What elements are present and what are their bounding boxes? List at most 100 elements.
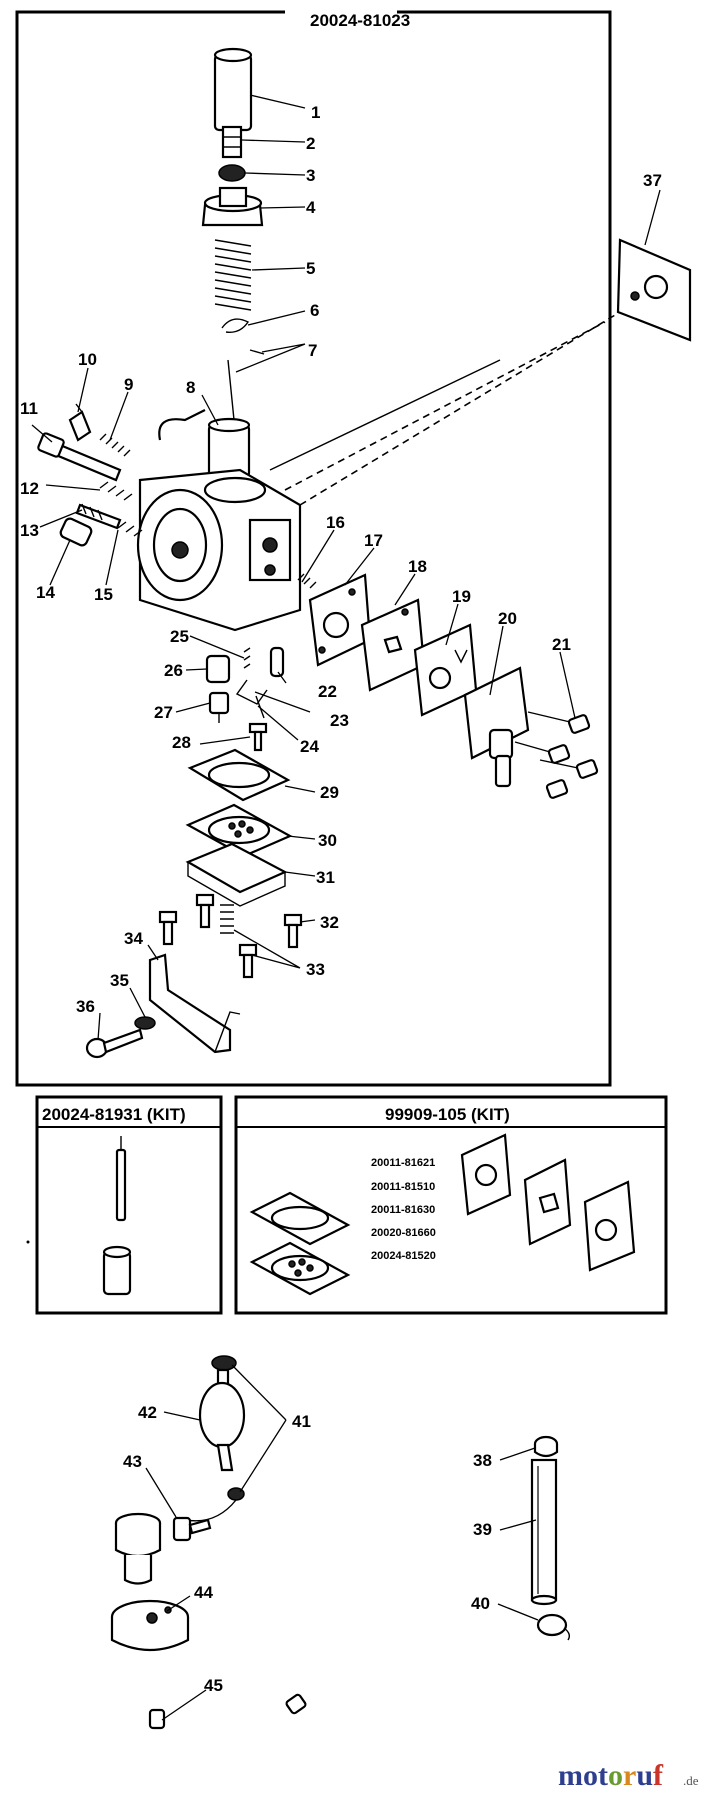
part-17-gasket bbox=[308, 573, 372, 667]
label-34: 34 bbox=[124, 929, 143, 948]
label-30: 30 bbox=[318, 831, 337, 850]
motoruf-watermark: motoruf .de bbox=[558, 1759, 699, 1792]
part-6-clip bbox=[221, 318, 250, 333]
label-41: 41 bbox=[292, 1412, 311, 1431]
part-44-cap-housing bbox=[110, 1599, 190, 1652]
label-22: 22 bbox=[318, 682, 337, 701]
part-27-needle bbox=[208, 691, 230, 723]
guide-line-lower bbox=[299, 299, 641, 506]
label-8: 8 bbox=[186, 378, 195, 397]
part-14-plug bbox=[59, 517, 93, 547]
part-labels-bottom-right: 38 39 40 bbox=[471, 1451, 492, 1613]
label-40: 40 bbox=[471, 1594, 490, 1613]
kit-2-part-0: 20011-81621 bbox=[371, 1157, 435, 1169]
part-34-bracket bbox=[148, 953, 241, 1054]
label-6: 6 bbox=[310, 301, 319, 320]
fuel-cap bbox=[114, 1512, 162, 1585]
part-8-throttle-valve bbox=[207, 417, 251, 479]
label-33: 33 bbox=[306, 960, 325, 979]
label-35: 35 bbox=[110, 971, 129, 990]
label-10: 10 bbox=[78, 350, 97, 369]
part-3-nut bbox=[218, 164, 246, 182]
part-1-cap bbox=[213, 47, 253, 132]
part-26-valve bbox=[205, 654, 231, 684]
label-17: 17 bbox=[364, 531, 383, 550]
label-24: 24 bbox=[300, 737, 319, 756]
part-20-cover bbox=[463, 666, 530, 788]
part-25-spring bbox=[243, 647, 251, 669]
part-9-spring bbox=[99, 433, 131, 457]
part-5-spring bbox=[214, 239, 252, 311]
part-7-needle bbox=[227, 349, 265, 421]
watermark-tld: .de bbox=[683, 1773, 699, 1788]
part-13-screw bbox=[75, 503, 122, 530]
part-33-spring bbox=[220, 904, 234, 934]
guide-line-upper bbox=[284, 321, 606, 491]
label-16: 16 bbox=[326, 513, 345, 532]
kit-2-title: 99909-105 (KIT) bbox=[385, 1105, 510, 1124]
label-1: 1 bbox=[311, 103, 320, 122]
part-labels-bottom-left: 41 42 43 44 45 bbox=[123, 1403, 311, 1695]
label-38: 38 bbox=[473, 1451, 492, 1470]
part-29-gasket bbox=[187, 748, 291, 802]
part-22-pin bbox=[269, 646, 285, 678]
label-42: 42 bbox=[138, 1403, 157, 1422]
label-37: 37 bbox=[643, 171, 662, 190]
kit-2-part-1: 20011-81510 bbox=[371, 1181, 435, 1193]
part-28-screw bbox=[248, 722, 268, 752]
leader-lines-main bbox=[31, 94, 661, 1041]
part-40-clamp bbox=[536, 1613, 571, 1641]
label-26: 26 bbox=[164, 661, 183, 680]
title-backdrop bbox=[285, 2, 397, 32]
label-28: 28 bbox=[172, 733, 191, 752]
part-45-fuel-pipe bbox=[148, 1693, 307, 1772]
kit-1-valve bbox=[102, 1245, 132, 1296]
part-2-adjuster bbox=[221, 125, 243, 159]
label-9: 9 bbox=[124, 375, 133, 394]
kit-2-part-list: 20011-81621 20011-81510 20011-81630 2002… bbox=[371, 1157, 436, 1262]
label-7: 7 bbox=[308, 341, 317, 360]
leader-lines-bottom-right bbox=[497, 1447, 539, 1621]
kit-2-gasket-a bbox=[249, 1191, 351, 1246]
label-3: 3 bbox=[306, 166, 315, 185]
label-19: 19 bbox=[452, 587, 471, 606]
part-11-screw bbox=[37, 432, 122, 482]
kit-2-part-2: 20011-81630 bbox=[371, 1204, 435, 1216]
part-43-elbow-fitting bbox=[172, 1516, 212, 1542]
label-18: 18 bbox=[408, 557, 427, 576]
part-16-spring bbox=[297, 573, 317, 589]
kit-1-title: 20024-81931 (KIT) bbox=[42, 1105, 186, 1124]
part-41-grommet-top bbox=[211, 1355, 237, 1371]
part-42-primer-bulb bbox=[198, 1368, 246, 1472]
part-12-spring bbox=[99, 481, 133, 501]
label-32: 32 bbox=[320, 913, 339, 932]
label-27: 27 bbox=[154, 703, 173, 722]
watermark-brand: motoruf bbox=[558, 1759, 664, 1792]
part-36-screw bbox=[85, 1028, 144, 1059]
label-14: 14 bbox=[36, 583, 55, 602]
label-45: 45 bbox=[204, 1676, 223, 1695]
part-32-screws bbox=[158, 893, 303, 979]
part-23-lever bbox=[235, 679, 268, 705]
label-43: 43 bbox=[123, 1452, 142, 1471]
label-5: 5 bbox=[306, 259, 315, 278]
label-36: 36 bbox=[76, 997, 95, 1016]
label-21: 21 bbox=[552, 635, 571, 654]
label-44: 44 bbox=[194, 1583, 213, 1602]
label-11: 11 bbox=[20, 399, 38, 418]
kit-2-diaphragm bbox=[249, 1241, 351, 1296]
label-15: 15 bbox=[94, 585, 113, 604]
kit-2-part-4: 20024-81520 bbox=[371, 1250, 436, 1262]
kit-2-gasket-c bbox=[523, 1158, 572, 1246]
part-18-diaphragm bbox=[360, 598, 426, 692]
label-31: 31 bbox=[316, 868, 335, 887]
part-30-diaphragm bbox=[185, 803, 293, 858]
part-21-screws bbox=[514, 711, 599, 799]
part-38-grommet bbox=[533, 1435, 559, 1458]
part-15-spring bbox=[117, 521, 143, 537]
label-29: 29 bbox=[320, 783, 339, 802]
carburetor-body bbox=[136, 359, 501, 632]
part-10-jet bbox=[68, 403, 92, 442]
part-labels-main: 1 2 3 4 5 6 7 8 9 10 11 12 13 14 15 16 1… bbox=[20, 103, 662, 1016]
